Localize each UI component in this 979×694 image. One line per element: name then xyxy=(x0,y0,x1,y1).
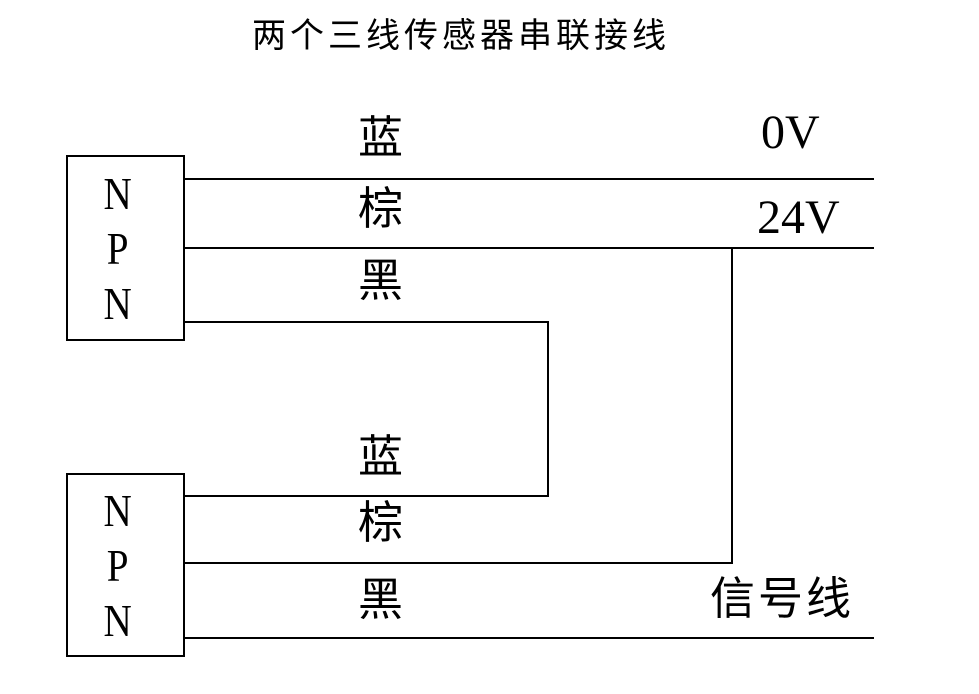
rail-label-signal: 信号线 xyxy=(710,574,855,624)
sensor1-brown-wire-label: 棕 xyxy=(358,184,404,234)
sensor1-box: N P N xyxy=(66,155,185,341)
sensor2-npn-label: N P N xyxy=(103,484,132,646)
sensor1-black-wire-label: 黑 xyxy=(358,256,404,306)
sensor1-npn-label: N P N xyxy=(103,167,132,329)
rail-label-0v: 0V xyxy=(761,106,820,159)
rail-label-24v: 24V xyxy=(757,191,840,244)
diagram-title: 两个三线传感器串联接线 xyxy=(252,18,670,55)
sensor1-blue-wire-label: 蓝 xyxy=(358,113,404,163)
wire-sensor2-black-signal-rail xyxy=(185,637,874,639)
wire-sensor2-blue xyxy=(185,495,549,497)
wire-sensor2-brown xyxy=(185,562,733,564)
sensor2-black-wire-label: 黑 xyxy=(358,575,404,625)
wire-sensor1-brown-24v-rail xyxy=(185,247,874,249)
wire-sensor1-blue-0v-rail xyxy=(185,178,874,180)
sensor2-blue-wire-label: 蓝 xyxy=(358,432,404,482)
wire-series-link-vertical xyxy=(547,321,549,497)
wire-24v-branch-vertical xyxy=(731,247,733,564)
sensor2-box: N P N xyxy=(66,473,185,657)
sensor2-brown-wire-label: 棕 xyxy=(358,498,404,548)
wire-sensor1-black xyxy=(185,321,549,323)
